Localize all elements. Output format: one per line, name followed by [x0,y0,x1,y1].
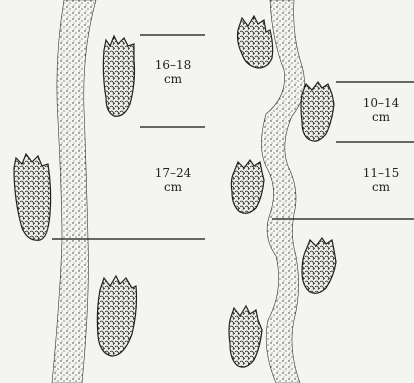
right-footprint-middle-left [231,160,264,213]
right-footprint-bottom-left [229,306,262,367]
right-upper-stride-range: 10–14 [341,96,414,110]
left-lower-stride-label: 17–24 cm [133,166,213,194]
right-lower-stride-unit: cm [341,180,414,194]
left-footprint-middle-left [14,154,51,240]
left-lower-stride-range: 17–24 [133,166,213,180]
right-footprint-top-left [238,16,273,68]
left-footprint-top-right [103,36,134,116]
right-footprint-upper-right [301,82,334,141]
left-upper-stride-label: 16–18 cm [133,58,213,86]
right-upper-stride-unit: cm [341,110,414,124]
left-upper-stride-unit: cm [133,72,213,86]
left-footprint-bottom-right [97,276,136,356]
left-upper-stride-range: 16–18 [133,58,213,72]
left-lower-stride-unit: cm [133,180,213,194]
right-lower-stride-label: 11–15 cm [341,166,414,194]
right-upper-stride-label: 10–14 cm [341,96,414,124]
left-tail-drag-mark [52,0,96,383]
right-footprint-lower-right [302,238,336,293]
right-lower-stride-range: 11–15 [341,166,414,180]
